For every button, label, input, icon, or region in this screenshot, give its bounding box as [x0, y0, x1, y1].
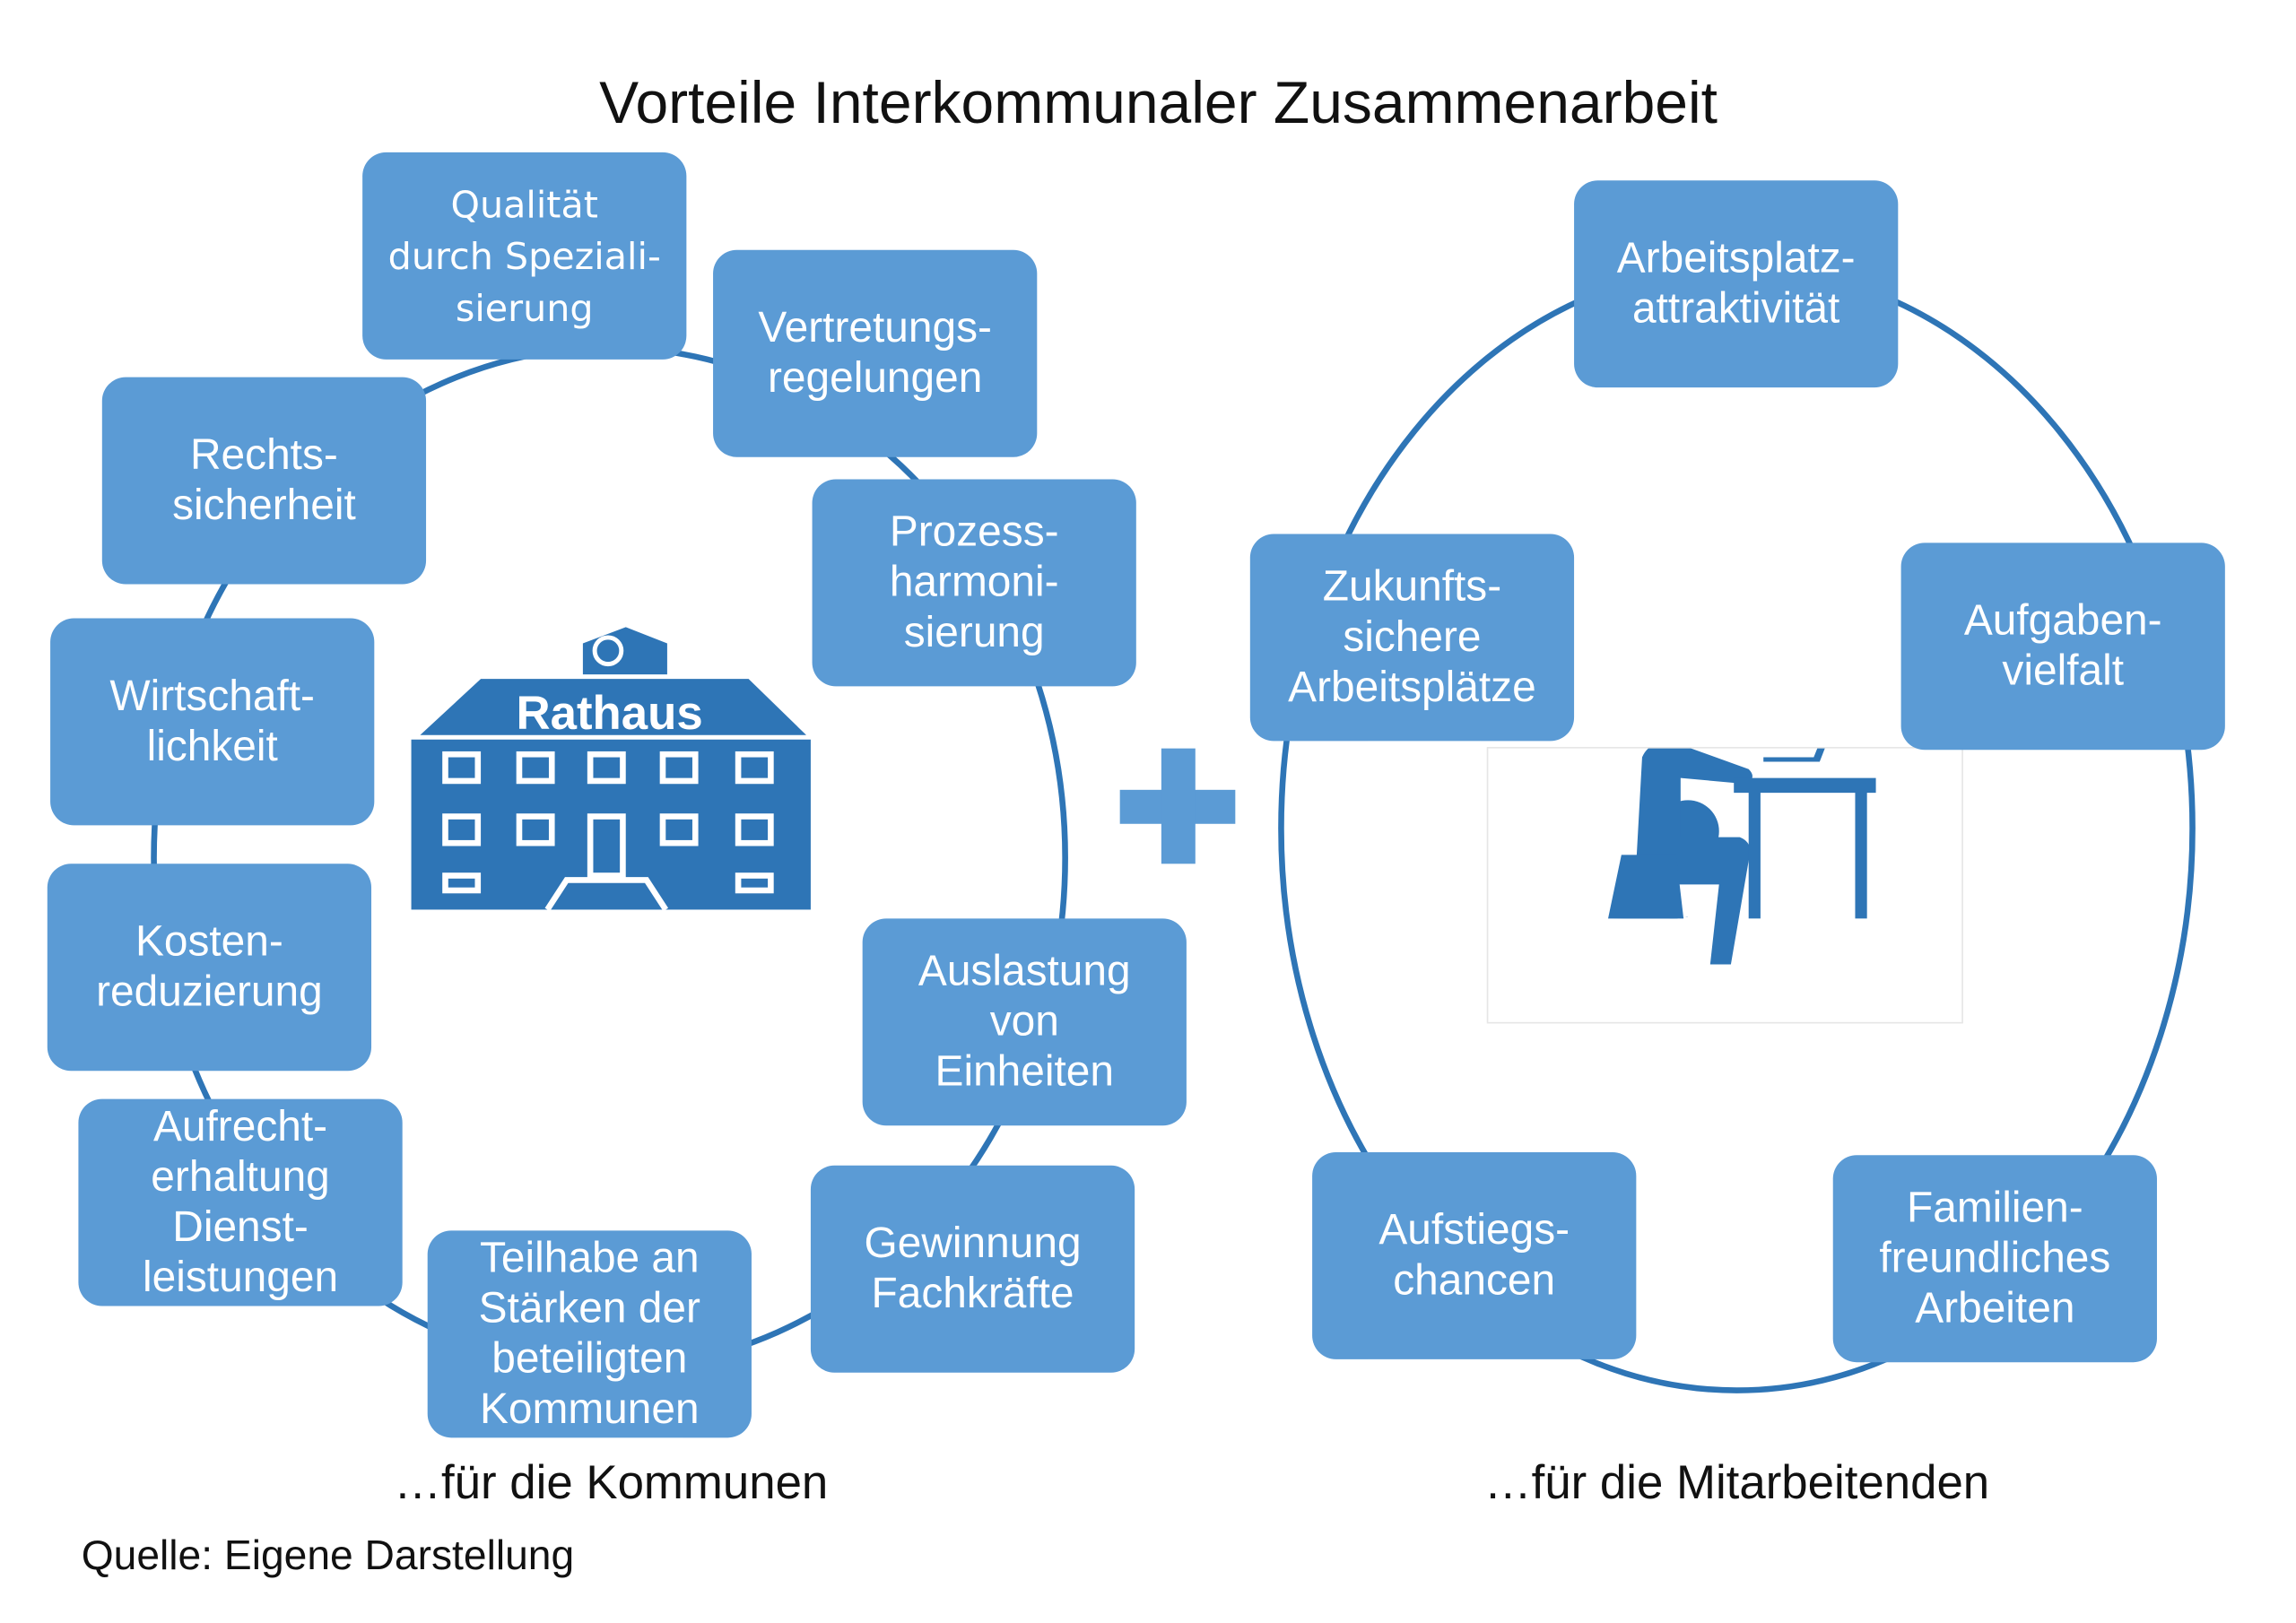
benefit-workplace-attractiveness: Arbeitsplatz- attraktivität: [1574, 180, 1899, 388]
benefit-unit-utilization: Auslastung von Einheiten: [862, 918, 1187, 1126]
benefit-legal-certainty: Rechts- sicherheit: [101, 377, 427, 585]
source-note: Quelle: Eigene Darstellung: [81, 1532, 575, 1579]
benefit-skilled-workers: Gewinnung Fachkräfte: [810, 1165, 1135, 1373]
diagram-title: Vorteile Interkommunaler Zusammenarbeit: [599, 71, 1718, 136]
benefit-process-harmonization: Prozess- harmoni- sierung: [812, 479, 1136, 687]
person-at-desk-image: [1486, 746, 1963, 1024]
benefit-cost-reduction: Kosten- reduzierung: [47, 864, 372, 1072]
town-hall-label: Rathaus: [517, 687, 703, 740]
benefit-career-opportunities: Aufstiegs- chancen: [1312, 1151, 1637, 1359]
benefit-quality-specialization: Qualität durch Speziali- sierung: [362, 152, 687, 360]
benefit-shared-strengths: Teilhabe an Stärken der beteiligten Komm…: [427, 1230, 752, 1438]
right-caption: …für die Mitarbeitenden: [1483, 1455, 1990, 1509]
left-caption: …für die Kommunen: [394, 1455, 829, 1509]
benefit-secure-jobs: Zukunfts- sichere Arbeitsplätze: [1249, 534, 1575, 742]
plus-icon: [1119, 748, 1236, 864]
person-at-laptop-icon: [1606, 748, 1876, 965]
benefit-substitution-rules: Vertretungs- regelungen: [713, 249, 1038, 457]
benefit-economic-efficiency: Wirtschaft- lichkeit: [50, 618, 375, 826]
benefit-family-friendly-work: Familien- freundliches Arbeiten: [1832, 1155, 2157, 1363]
benefit-service-maintenance: Aufrecht- erhaltung Dienst- leistungen: [78, 1098, 403, 1306]
benefit-task-variety: Aufgaben- vielfalt: [1900, 542, 2225, 751]
